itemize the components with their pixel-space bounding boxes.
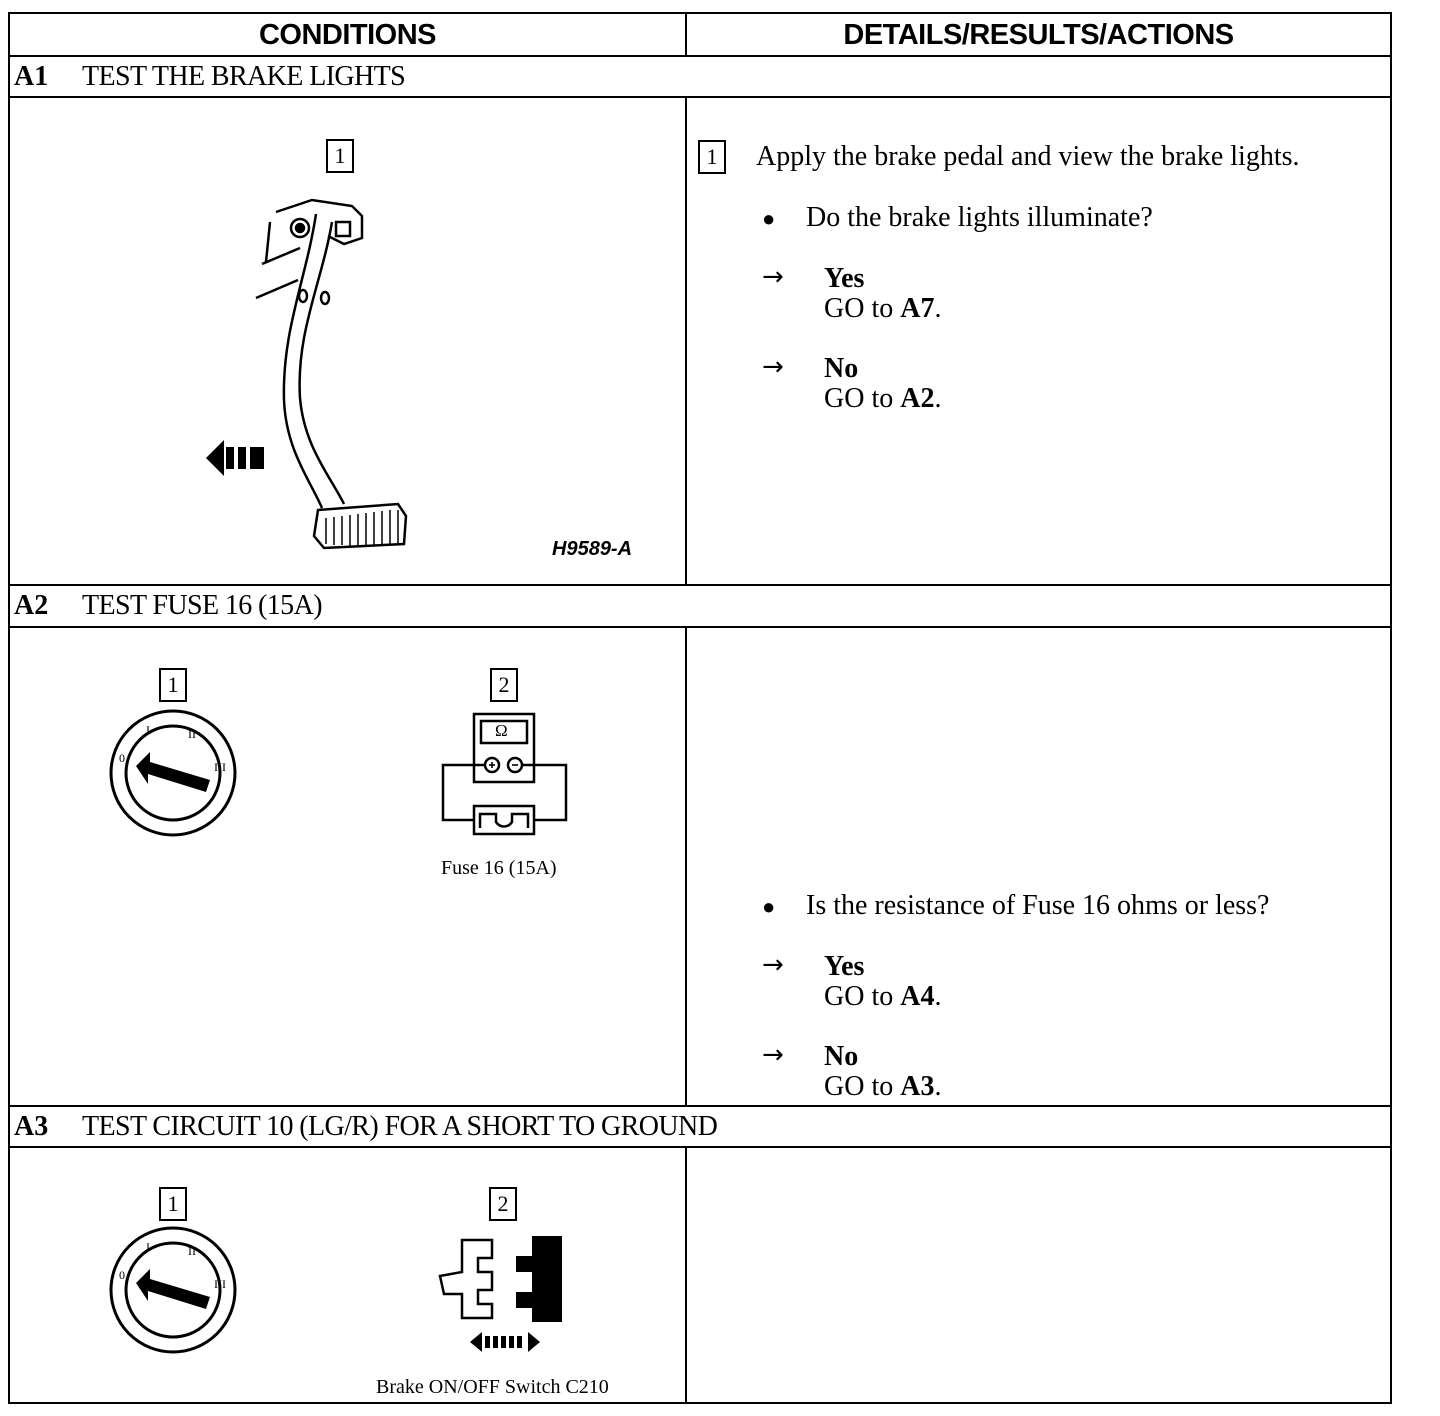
a1-no-target: A2 [900,383,935,414]
row-divider [8,626,1392,628]
a2-question: Is the resistance of Fuse 16 ohms or les… [806,890,1270,921]
a2-no-action-prefix: GO to [824,1071,894,1102]
column-divider [685,96,687,586]
right-arrow-icon: → [762,950,784,980]
bullet-icon: ● [762,206,776,231]
right-arrow-icon: → [762,352,784,382]
section-a3-heading: A3 TEST CIRCUIT 10 (LG/R) FOR A SHORT TO… [14,1107,718,1147]
ignition-mark-off: 0 [119,1268,125,1282]
row-divider [8,1105,1392,1107]
column-divider [685,12,687,56]
section-a2-title: TEST FUSE 16 (15A) [82,590,323,621]
a1-yes-action-prefix: GO to [824,293,894,324]
a1-figure-code: H9589-A [552,538,633,560]
a2-yes-action: GO to A4. [824,981,942,1012]
section-a2-id: A2 [14,590,49,621]
row-divider [8,584,1392,586]
ignition-mark-run: II [188,727,196,741]
row-divider [8,55,1392,57]
ignition-switch-off-icon [109,1226,237,1354]
header-conditions: CONDITIONS [258,18,437,51]
a2-yes-action-prefix: GO to [824,981,894,1012]
fuse-caption: Fuse 16 (15A) [441,857,557,879]
section-a3-title: TEST CIRCUIT 10 (LG/R) FOR A SHORT TO GR… [82,1111,718,1142]
a2-yes-target: A4 [900,981,935,1012]
a2-figure-step-1: 1 [159,668,187,702]
ignition-mark-start: III [214,760,226,774]
a1-no-label: No [824,353,859,384]
switch-caption: Brake ON/OFF Switch C210 [376,1376,609,1398]
a1-question: Do the brake lights illuminate? [806,202,1153,233]
a2-no-target: A3 [900,1071,935,1102]
a1-step-1-marker: 1 [698,140,726,174]
a2-yes-label: Yes [824,951,865,982]
a1-yes-action: GO to A7. [824,293,942,324]
a2-no-label: No [824,1041,859,1072]
header-details: DETAILS/RESULTS/ACTIONS [843,18,1234,51]
connector-disconnect-icon [438,1236,562,1352]
ignition-mark-run: II [188,1244,196,1258]
right-arrow-icon: → [762,262,784,292]
a3-figure-step-2: 2 [489,1187,517,1221]
a1-step-1-text: Apply the brake pedal and view the brake… [756,141,1300,172]
right-arrow-icon: → [762,1040,784,1070]
a1-yes-label: Yes [824,263,865,294]
a2-figure-step-2: 2 [490,668,518,702]
a1-yes-target: A7 [900,293,935,324]
row-divider [8,1146,1392,1148]
ohm-symbol: Ω [495,721,508,740]
row-divider [8,96,1392,98]
ignition-mark-acc: I [146,1240,150,1254]
section-a1-id: A1 [14,61,49,92]
column-divider [685,1146,687,1404]
a2-no-action: GO to A3. [824,1071,942,1102]
bullet-icon: ● [762,894,776,919]
a3-figure-step-1: 1 [159,1187,187,1221]
ignition-mark-start: III [214,1277,226,1291]
a1-figure-step-1: 1 [326,139,354,173]
a1-no-action-prefix: GO to [824,383,894,414]
section-a3-id: A3 [14,1111,49,1142]
ignition-mark-acc: I [146,723,150,737]
section-a1-heading: A1 TEST THE BRAKE LIGHTS [14,57,406,97]
ignition-mark-off: 0 [119,751,125,765]
a1-no-action: GO to A2. [824,383,942,414]
brake-pedal-illustration [206,198,408,550]
ignition-switch-off-icon [109,709,237,837]
ohmmeter-fuse-icon [441,712,568,836]
section-a2-heading: A2 TEST FUSE 16 (15A) [14,586,323,626]
section-a1-title: TEST THE BRAKE LIGHTS [82,61,406,92]
column-divider [685,626,687,1107]
procedure-table [8,12,1392,1404]
